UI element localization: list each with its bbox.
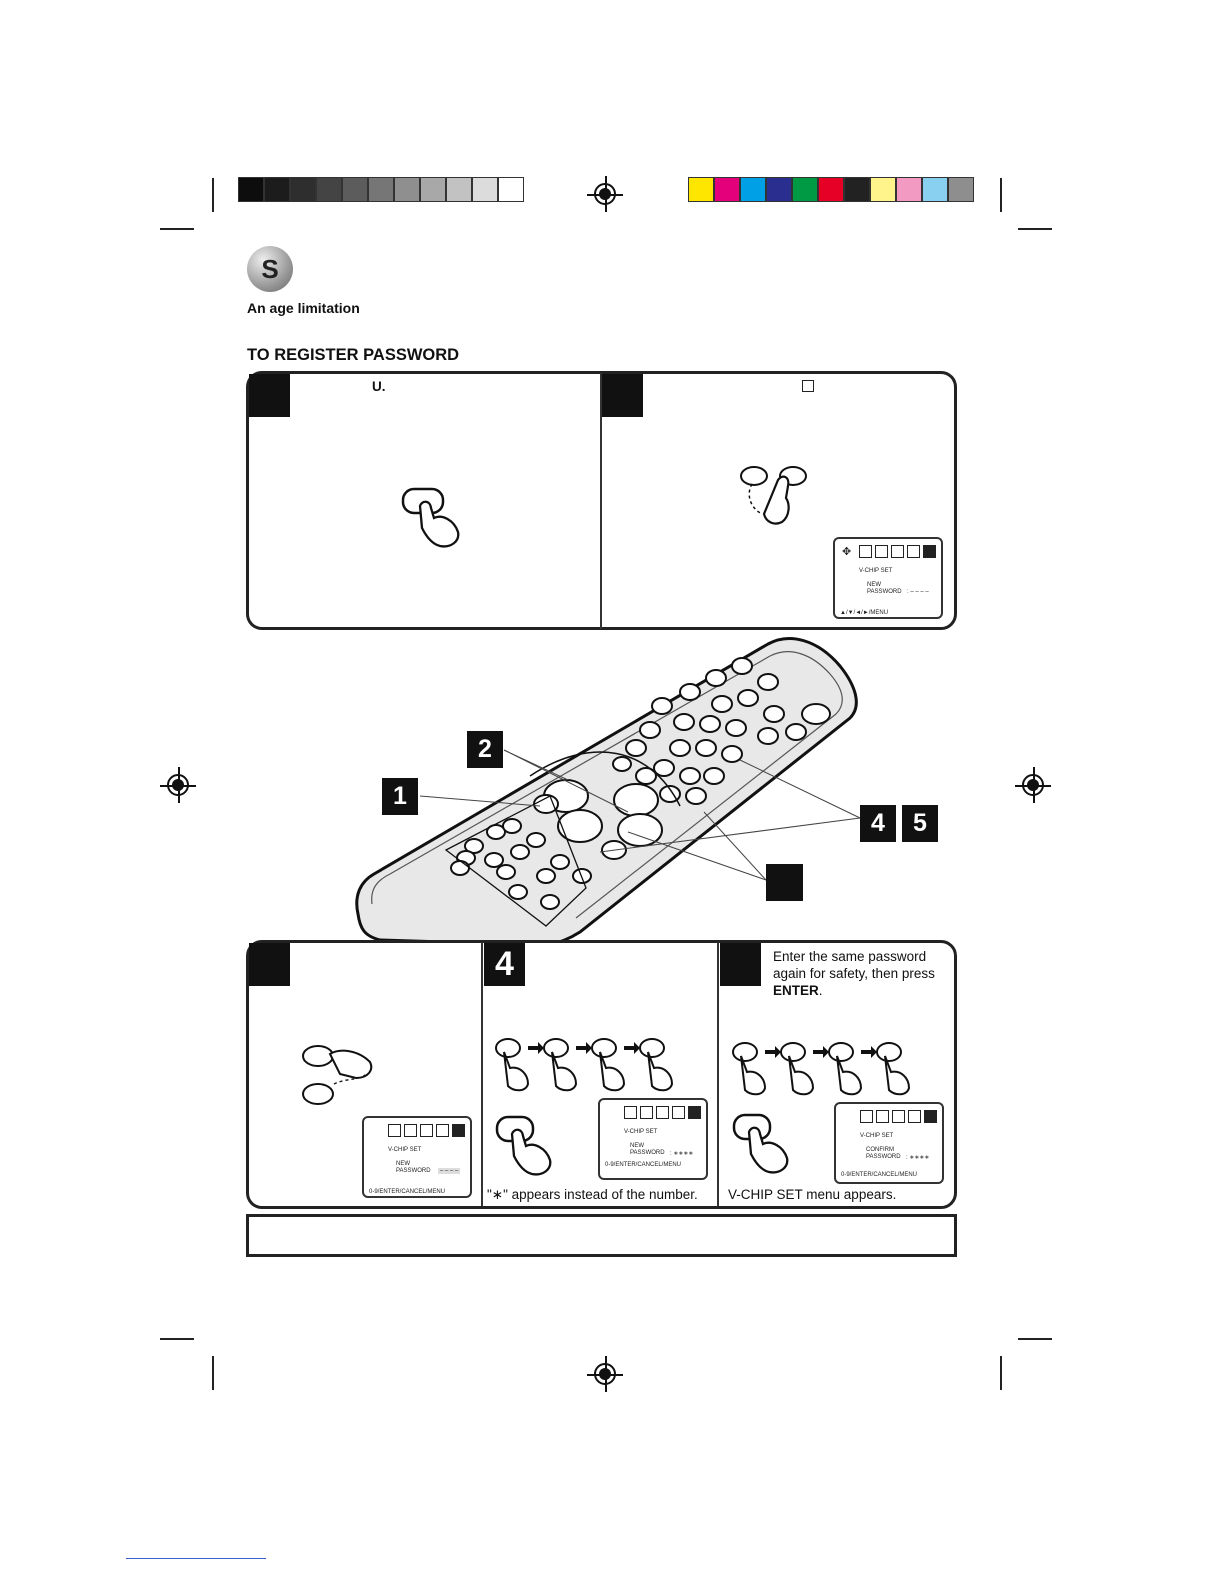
hand-press-icon xyxy=(495,1115,552,1176)
color-swatch xyxy=(316,177,342,202)
color-swatch xyxy=(264,177,290,202)
color-swatch xyxy=(238,177,264,202)
number-press-sequence xyxy=(495,1038,674,1092)
color-swatch xyxy=(688,177,714,202)
panel-divider xyxy=(600,373,602,629)
color-swatch xyxy=(342,177,368,202)
crop-mark xyxy=(212,178,214,212)
step-1-box xyxy=(249,374,290,417)
step-5-box xyxy=(720,943,761,986)
registration-mark-icon xyxy=(160,767,196,803)
color-swatch xyxy=(446,177,472,202)
color-swatch xyxy=(870,177,896,202)
osd-screen: V-CHIP SET NEW PASSWORD – – – – 0-9/ENTE… xyxy=(362,1116,472,1198)
color-swatch xyxy=(394,177,420,202)
crop-mark xyxy=(1018,228,1052,230)
crop-mark xyxy=(160,228,194,230)
bottom-rule xyxy=(126,1558,266,1559)
remote-label-5: 5 xyxy=(902,805,938,842)
badge-letter: S xyxy=(261,253,279,284)
color-swatch xyxy=(420,177,446,202)
crop-mark xyxy=(212,1356,214,1390)
color-swatch xyxy=(844,177,870,202)
panel-divider xyxy=(717,942,719,1206)
color-swatch xyxy=(472,177,498,202)
color-swatch xyxy=(498,177,524,202)
step-1-text: U. xyxy=(372,379,386,394)
step-3-box xyxy=(249,943,290,986)
panel-divider xyxy=(481,942,483,1206)
step-2-box xyxy=(602,374,643,417)
number-press-sequence xyxy=(732,1042,911,1096)
hand-press-icon xyxy=(732,1113,789,1174)
remote-label-4: 4 xyxy=(860,805,896,842)
color-swatch xyxy=(290,177,316,202)
crop-mark xyxy=(160,1338,194,1340)
move-icon: ✥ xyxy=(842,546,852,558)
step-4-note: "∗" appears instead of the number. xyxy=(487,1187,698,1202)
color-swatch xyxy=(818,177,844,202)
registration-mark-icon xyxy=(587,176,623,212)
osd-screen: ✥ V-CHIP SET NEW PASSWORD : – – – – ▲/▼/… xyxy=(833,537,943,619)
color-swatch xyxy=(368,177,394,202)
color-swatch xyxy=(714,177,740,202)
step-5-note: V-CHIP SET menu appears. xyxy=(728,1187,897,1202)
remote-label-2: 2 xyxy=(467,731,503,768)
note-box xyxy=(246,1214,957,1257)
color-swatch xyxy=(896,177,922,202)
v-chip-icon xyxy=(802,380,814,392)
color-swatch xyxy=(766,177,792,202)
hand-press-icon xyxy=(302,1045,373,1105)
color-swatch xyxy=(948,177,974,202)
step-5-text: Enter the same password again for safety… xyxy=(773,949,935,998)
crop-mark xyxy=(1018,1338,1052,1340)
registration-mark-icon xyxy=(1015,767,1051,803)
crop-mark xyxy=(1000,178,1002,212)
color-swatch xyxy=(922,177,948,202)
osd-screen: V-CHIP SET NEW PASSWORD : ∗∗∗∗ 0-9/ENTER… xyxy=(598,1098,708,1180)
remote-control-icon xyxy=(355,637,858,948)
section-badge: S xyxy=(247,246,293,292)
remote-label-3 xyxy=(766,864,803,901)
registration-mark-icon xyxy=(587,1356,623,1392)
hand-press-icon xyxy=(401,487,460,548)
remote-label-1: 1 xyxy=(382,778,418,815)
section-title: TO REGISTER PASSWORD xyxy=(247,346,460,364)
hand-press-icon xyxy=(740,466,807,525)
color-swatch xyxy=(740,177,766,202)
color-swatch xyxy=(792,177,818,202)
crop-mark xyxy=(1000,1356,1002,1390)
step-4-box: 4 xyxy=(484,943,525,986)
subtitle: An age limitation xyxy=(247,300,360,316)
osd-screen: V-CHIP SET CONFIRM PASSWORD : ∗∗∗∗ 0-9/E… xyxy=(834,1102,944,1184)
